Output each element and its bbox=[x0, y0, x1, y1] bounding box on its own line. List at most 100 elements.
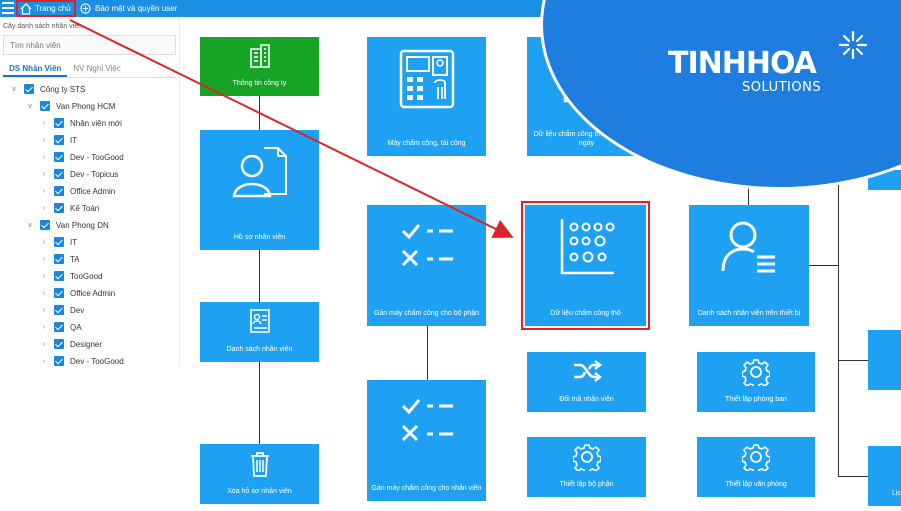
brand-sparkle-icon bbox=[838, 30, 868, 60]
chevron-down-icon[interactable]: ∨ bbox=[27, 103, 33, 110]
tree-node[interactable]: ›Kế Toán bbox=[40, 201, 99, 215]
tile-change-code[interactable]: Đổi mã nhân viên bbox=[527, 352, 646, 412]
shuffle-icon bbox=[573, 360, 602, 382]
checkbox[interactable] bbox=[54, 288, 64, 298]
checkbox[interactable] bbox=[54, 118, 64, 128]
tab-security[interactable]: Bảo mật và quyền user bbox=[80, 0, 177, 17]
chevron-right-icon[interactable]: › bbox=[42, 136, 46, 144]
tab-active-employees[interactable]: DS Nhân Viên bbox=[3, 60, 68, 77]
chevron-right-icon[interactable]: › bbox=[42, 255, 46, 263]
tree-node[interactable]: ∨Van Phong DN bbox=[26, 218, 109, 232]
id-card-icon bbox=[249, 309, 270, 333]
tab-resigned-employees[interactable]: NV Nghỉ Việc bbox=[73, 64, 121, 73]
tile-employee-list[interactable]: Danh sách nhân viên bbox=[200, 302, 319, 362]
tree-node-label: Office Admin bbox=[70, 186, 116, 196]
checkbox[interactable] bbox=[54, 186, 64, 196]
tree-node[interactable]: ›Nhân viên mới bbox=[40, 116, 122, 130]
checkbox[interactable] bbox=[54, 305, 64, 315]
tile-label: Danh sách nhân viên trên thiết bị bbox=[697, 310, 801, 317]
checkbox[interactable] bbox=[54, 135, 64, 145]
tree-node[interactable]: › Office Admin bbox=[40, 184, 115, 198]
employee-search-input[interactable] bbox=[3, 35, 176, 55]
tree-node[interactable]: ›Dev bbox=[40, 303, 84, 317]
tile-label: Dữ liệu chấm công thô nhóm theo ngày bbox=[533, 131, 640, 147]
tab-home[interactable]: Trang chủ bbox=[16, 0, 76, 17]
connector-line bbox=[838, 360, 868, 361]
brand-logo-subtitle: SOLUTIONS bbox=[742, 80, 822, 95]
checkbox[interactable] bbox=[54, 152, 64, 162]
tree-node[interactable]: ›TooGood bbox=[40, 269, 102, 283]
hamburger-menu-icon[interactable] bbox=[2, 2, 14, 14]
chevron-right-icon[interactable]: › bbox=[42, 272, 46, 280]
tile-label: Hồ sơ nhân viên bbox=[233, 234, 286, 241]
checkbox[interactable] bbox=[54, 254, 64, 264]
checkbox[interactable] bbox=[54, 203, 64, 213]
checkbox[interactable] bbox=[54, 169, 64, 179]
tile-setup-office[interactable]: Thiết lập văn phòng bbox=[697, 437, 815, 497]
chevron-right-icon[interactable]: › bbox=[42, 238, 46, 246]
tree-title: Cây danh sách nhân viên bbox=[3, 23, 82, 30]
tree-node[interactable]: › IT bbox=[40, 235, 77, 249]
checkbox[interactable] bbox=[40, 220, 50, 230]
chevron-right-icon[interactable]: › bbox=[42, 204, 46, 212]
tile-setup-section[interactable]: Thiết lập bộ phận bbox=[527, 437, 646, 497]
tree-node[interactable]: ∨ Công ty STS bbox=[10, 82, 85, 96]
tree-node-label: Van Phong HCM bbox=[56, 101, 116, 111]
trash-icon bbox=[250, 452, 269, 477]
tile-assign-employee[interactable]: Gán máy chấm công cho nhân viên bbox=[367, 380, 486, 501]
chevron-right-icon[interactable]: › bbox=[42, 119, 46, 127]
tree-node[interactable]: ›Office Admin bbox=[40, 286, 115, 300]
chevron-right-icon[interactable]: › bbox=[42, 170, 46, 178]
checkbox[interactable] bbox=[40, 101, 50, 111]
checkbox[interactable] bbox=[24, 84, 34, 94]
chevron-down-icon[interactable]: ∨ bbox=[27, 222, 33, 229]
building-icon bbox=[249, 44, 270, 68]
connector-line bbox=[838, 476, 868, 477]
user-list-icon bbox=[721, 221, 775, 273]
checkbox[interactable] bbox=[54, 322, 64, 332]
checkbox[interactable] bbox=[54, 271, 64, 281]
tile-partial-right[interactable] bbox=[868, 330, 901, 390]
tree-node[interactable]: ∨ Van Phong HCM bbox=[26, 99, 115, 113]
chevron-right-icon[interactable]: › bbox=[42, 340, 46, 348]
tree-node[interactable]: ›Dev - TooGood bbox=[40, 150, 124, 164]
chevron-right-icon[interactable]: › bbox=[42, 306, 46, 314]
tree-node[interactable]: ›QA bbox=[40, 320, 82, 334]
gear-icon bbox=[572, 444, 601, 471]
tree-node[interactable]: › TA bbox=[40, 252, 80, 266]
tree-node[interactable]: ›IT bbox=[40, 133, 77, 147]
chevron-right-icon[interactable]: › bbox=[42, 357, 46, 365]
checkbox[interactable] bbox=[54, 339, 64, 349]
tile-company-info[interactable]: Thông tin công ty bbox=[200, 37, 319, 96]
checkbox[interactable] bbox=[54, 237, 64, 247]
tree-node-label: TA bbox=[70, 254, 80, 264]
chevron-right-icon[interactable]: › bbox=[42, 187, 46, 195]
tile-raw-data[interactable]: Dữ liệu chấm công thô bbox=[521, 201, 650, 330]
checkbox[interactable] bbox=[54, 356, 64, 366]
tree-node[interactable]: ›Dev - TooGood bbox=[40, 354, 124, 368]
checklist-icon bbox=[401, 224, 453, 267]
chevron-right-icon[interactable]: › bbox=[42, 153, 46, 161]
tree-node-label: IT bbox=[70, 237, 78, 247]
tree-node-label: Công ty STS bbox=[40, 84, 86, 94]
timekeeper-machine-icon bbox=[399, 49, 454, 109]
tile-timekeeper[interactable]: Máy chấm công, tải công bbox=[367, 37, 486, 156]
sidebar-tabs: DS Nhân Viên NV Nghỉ Việc bbox=[3, 60, 176, 78]
connector-line bbox=[838, 180, 839, 476]
tree-node[interactable]: ›Designer bbox=[40, 337, 102, 351]
tree-node[interactable]: ›Dev - Topicus bbox=[40, 167, 118, 181]
chevron-down-icon[interactable]: ∨ bbox=[11, 86, 17, 93]
tile-partial-right-bottom[interactable]: Lịc bbox=[868, 446, 901, 506]
tile-device-employee-list[interactable]: Danh sách nhân viên trên thiết bị bbox=[689, 205, 809, 326]
chevron-right-icon[interactable]: › bbox=[42, 289, 46, 297]
tile-delete-profile[interactable]: Xóa hồ sơ nhân viên bbox=[200, 444, 319, 504]
chevron-right-icon[interactable]: › bbox=[42, 323, 46, 331]
tile-setup-department[interactable]: Thiết lập phòng ban bbox=[697, 352, 815, 412]
gear-icon bbox=[742, 444, 770, 471]
tile-assign-department[interactable]: Gán máy chấm công cho bộ phận bbox=[367, 205, 486, 326]
home-icon bbox=[20, 2, 32, 15]
tile-label: Danh sách nhân viên bbox=[226, 346, 293, 353]
tile-label: Thiết lập bộ phận bbox=[559, 481, 614, 488]
tile-employee-profile[interactable]: Hồ sơ nhân viên bbox=[200, 130, 319, 250]
